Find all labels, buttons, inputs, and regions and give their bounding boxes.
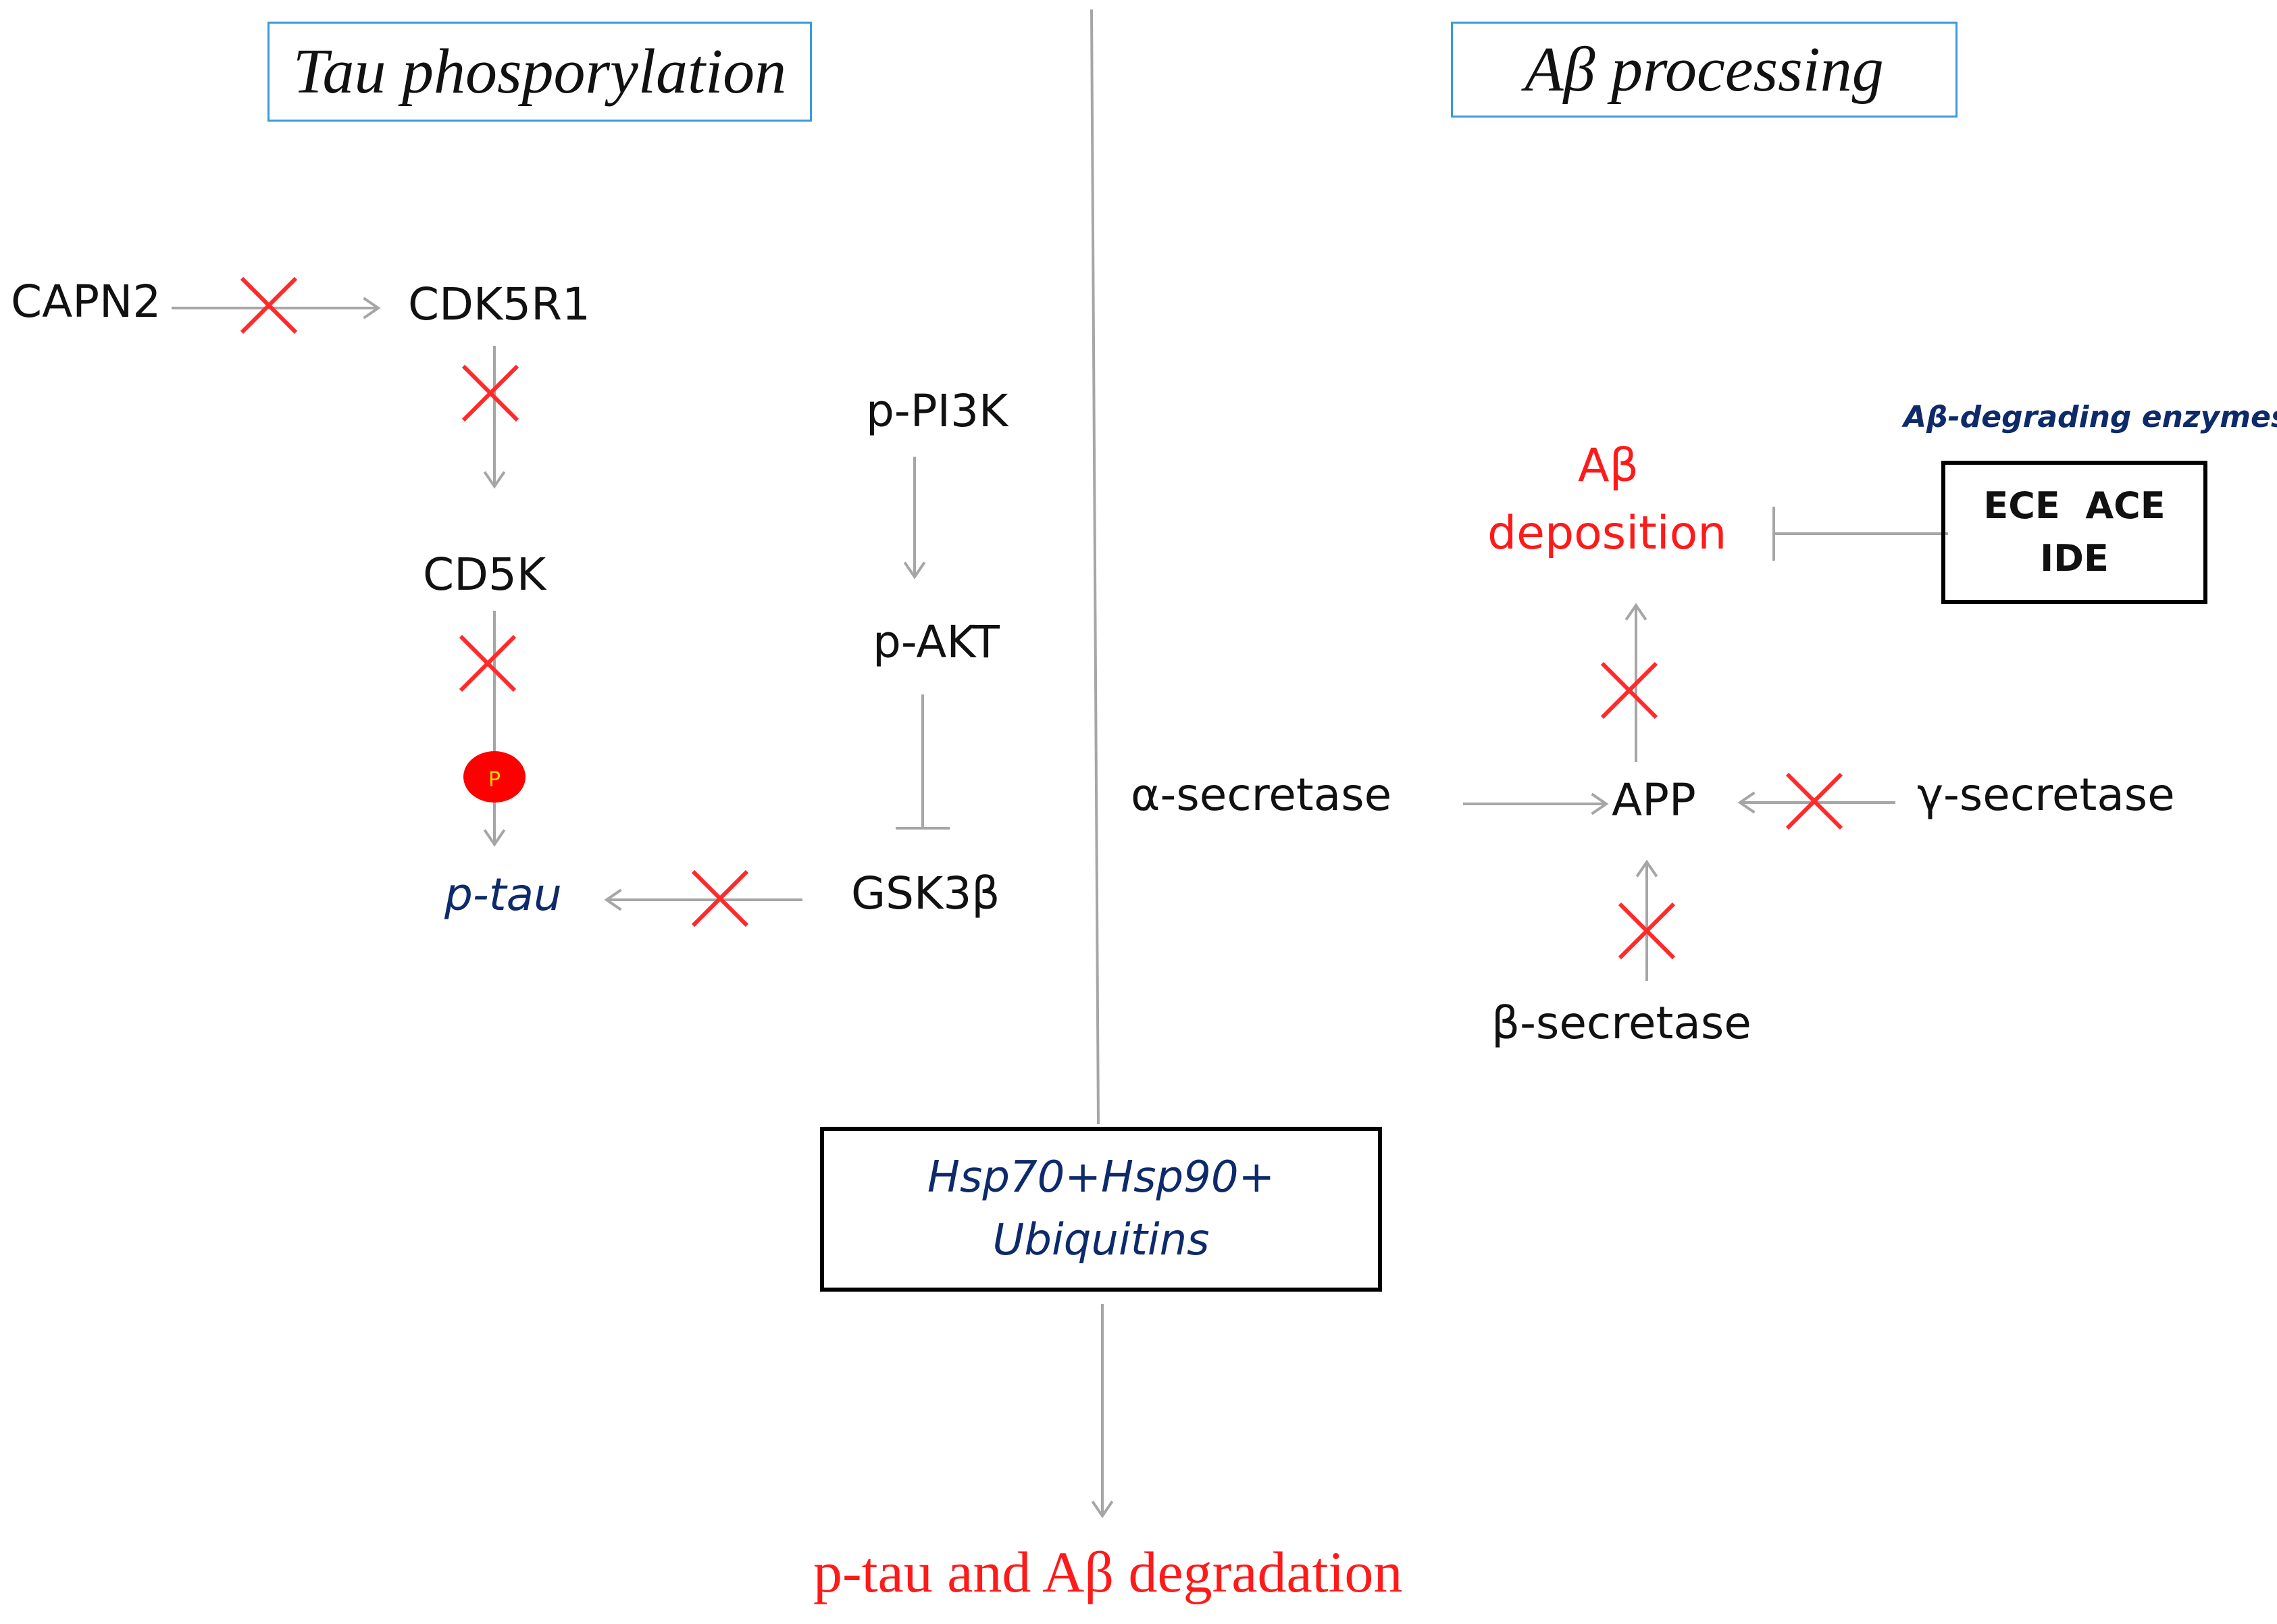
abeta-title-box: Aβ processing — [1451, 22, 1958, 118]
degradation-result: p-tau and Aβ degradation — [813, 1540, 1403, 1604]
enzymes-inhibit-deposition — [1772, 507, 1948, 561]
alpha-to-app-arrow — [1463, 792, 1609, 815]
chaperone-box: Hsp70+Hsp90+ Ubiquitins — [820, 1127, 1382, 1292]
deposition-line2: deposition — [1487, 507, 1727, 560]
cd5k-label: CD5K — [423, 549, 546, 601]
beta-secretase-label: β-secretase — [1491, 997, 1751, 1049]
pi3k-label: p-PI3K — [866, 385, 1008, 437]
tau-title-box: Tau phosporylation — [267, 22, 812, 122]
app-deposition-block-cross — [1600, 661, 1658, 719]
enzymes-line2: IDE — [2040, 537, 2109, 580]
gsk3b-to-ptau-arrow — [604, 888, 802, 911]
akt-label: p-AKT — [873, 616, 1000, 668]
gamma-secretase-label: γ-secretase — [1917, 769, 2175, 821]
phospho-badge-label: P — [488, 768, 501, 792]
beta-app-block-cross — [1618, 902, 1676, 960]
phospho-badge — [463, 751, 526, 803]
enzymes-line1: ECE ACE — [1983, 484, 2166, 527]
chaperone-line1: Hsp70+Hsp90+ — [927, 1152, 1275, 1203]
tau-title: Tau phosporylation — [292, 36, 787, 107]
cdk5r1-label: CDK5R1 — [408, 278, 591, 330]
abeta-title: Aβ processing — [1525, 34, 1884, 105]
center-divider — [1090, 9, 1100, 1125]
akt-inhibits-gsk3b — [896, 694, 950, 830]
cdk5r1-cd5k-block-cross — [461, 364, 519, 422]
cd5k-to-ptau-arrow — [483, 611, 506, 847]
enzymes-box: ECE ACE IDE — [1941, 461, 2207, 604]
app-label: APP — [1612, 774, 1696, 826]
gsk3b-ptau-block-cross — [691, 869, 749, 928]
ptau-label: p-tau — [444, 869, 562, 921]
beta-to-app-arrow — [1635, 859, 1658, 981]
chaperone-to-degradation-arrow — [1091, 1304, 1114, 1519]
pi3k-to-akt-arrow — [903, 457, 926, 580]
gamma-app-block-cross — [1785, 772, 1843, 830]
alpha-secretase-label: α-secretase — [1131, 769, 1392, 821]
cd5k-ptau-block-cross — [459, 634, 517, 692]
deposition-line1: Aβ — [1578, 439, 1639, 492]
capn2-label: CAPN2 — [11, 276, 161, 328]
cdk5r1-to-cd5k-arrow — [483, 346, 506, 489]
chaperone-line2: Ubiquitins — [992, 1215, 1210, 1265]
gsk3b-label: GSK3β — [851, 867, 1000, 919]
enzymes-caption: Aβ-degrading enzymes — [1903, 400, 2277, 434]
capn2-cdk5r1-block-cross — [240, 276, 298, 334]
capn2-to-cdk5r1-arrow — [172, 297, 381, 320]
